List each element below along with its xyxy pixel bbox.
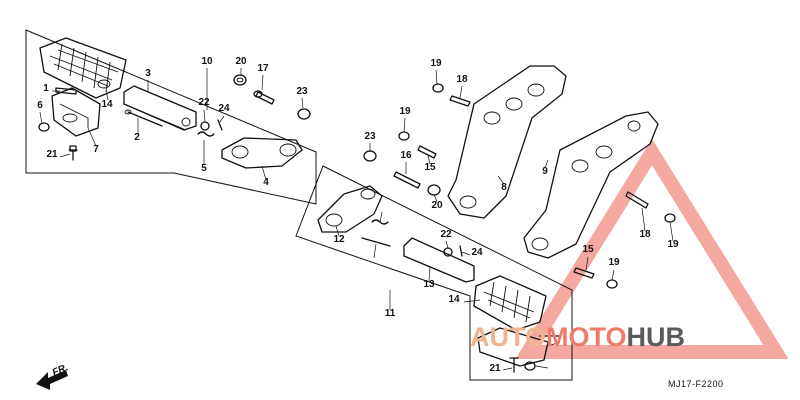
callout-c19c: 19 xyxy=(667,239,679,250)
watermark-part-c: HUB xyxy=(627,322,686,352)
pin-2-lower xyxy=(361,237,391,247)
callout-c14a: 14 xyxy=(101,99,113,110)
callout-c23a: 23 xyxy=(296,86,308,97)
callout-c7: 7 xyxy=(93,144,99,155)
nut-20-lower xyxy=(427,184,441,196)
callout-c15a: 15 xyxy=(424,162,436,173)
bolt-15a xyxy=(393,171,421,189)
footpeg-arm-3 xyxy=(123,85,197,131)
callout-c22b: 22 xyxy=(440,229,452,240)
bolt-21-lower xyxy=(509,357,519,373)
callout-c3: 3 xyxy=(145,68,151,79)
watermark-part-a: AUTO xyxy=(470,322,546,352)
callout-c18a: 18 xyxy=(456,74,468,85)
cap-19c xyxy=(664,213,676,223)
callout-c19b: 19 xyxy=(399,106,411,117)
front-direction-arrow xyxy=(36,370,68,390)
callout-c19a: 19 xyxy=(430,58,442,69)
callout-labels: 1234567891011121314141515161718181919191… xyxy=(37,56,679,374)
cap-19a xyxy=(432,83,444,93)
callout-c21a: 21 xyxy=(46,149,58,160)
leader-lines xyxy=(39,68,674,371)
callout-c2: 2 xyxy=(134,132,140,143)
callout-c17: 17 xyxy=(257,63,269,74)
watermark-part-b: MOTO xyxy=(546,322,627,352)
bracket-8 xyxy=(447,65,567,219)
footpeg-base-7-upper xyxy=(51,87,101,137)
callout-c8: 8 xyxy=(501,182,507,193)
upper-assembly-frame xyxy=(25,29,317,205)
cap-19b xyxy=(398,131,410,141)
callout-c13: 13 xyxy=(423,279,435,290)
footpeg-arm-13 xyxy=(403,237,475,283)
callout-c19d: 19 xyxy=(608,257,620,268)
nut-23-upper xyxy=(297,108,311,120)
step-holder-12 xyxy=(317,185,383,233)
footpeg-base-7-lower xyxy=(477,327,549,367)
bracket-9 xyxy=(523,111,659,259)
washer-6-lower xyxy=(524,361,536,371)
bolt-18b xyxy=(625,191,649,209)
footpeg-rubber-14-upper xyxy=(39,37,127,99)
bolt-18a xyxy=(449,95,471,107)
watermark-text: AUTOMOTOHUB xyxy=(470,322,685,352)
callout-c24a: 24 xyxy=(218,103,230,114)
washer-22-upper xyxy=(200,121,210,131)
clip-24-lower xyxy=(459,245,463,257)
diagram-code: MJ17-F2200 xyxy=(668,379,724,389)
bolt-21-upper xyxy=(68,145,78,161)
callout-c4: 4 xyxy=(263,177,269,188)
lower-assembly-frame xyxy=(295,165,573,381)
callout-c1: 1 xyxy=(43,83,49,94)
cap-19d xyxy=(606,279,618,289)
callout-c14b: 14 xyxy=(448,294,460,305)
callout-c9: 9 xyxy=(542,166,548,177)
bolt-15b xyxy=(573,267,595,279)
callout-c20b: 20 xyxy=(431,200,443,211)
callout-c12: 12 xyxy=(333,234,345,245)
callout-c18b: 18 xyxy=(639,229,651,240)
nut-23-lower xyxy=(363,150,377,162)
washer-6-upper xyxy=(38,122,50,132)
nut-20-upper xyxy=(233,74,247,86)
callout-c24b: 24 xyxy=(471,247,483,258)
watermark-triangle xyxy=(515,138,789,359)
footpeg-rubber-14-lower xyxy=(473,275,547,331)
callout-c22a: 22 xyxy=(198,97,210,108)
callout-c20a: 20 xyxy=(235,56,247,67)
callout-c10: 10 xyxy=(201,56,213,67)
collar-16 xyxy=(417,145,437,159)
callout-c21b: 21 xyxy=(489,363,501,374)
callout-c15b: 15 xyxy=(582,244,594,255)
bolt-17 xyxy=(253,90,275,105)
callout-c16: 16 xyxy=(400,150,412,161)
step-holder-4 xyxy=(221,137,303,169)
callout-c11: 11 xyxy=(385,308,396,319)
callout-c5: 5 xyxy=(201,163,207,174)
callout-c6: 6 xyxy=(37,100,43,111)
callout-c23b: 23 xyxy=(364,131,376,142)
spring-5-upper xyxy=(197,131,215,137)
pin-2-upper xyxy=(124,109,163,127)
clip-24-upper xyxy=(217,119,223,131)
